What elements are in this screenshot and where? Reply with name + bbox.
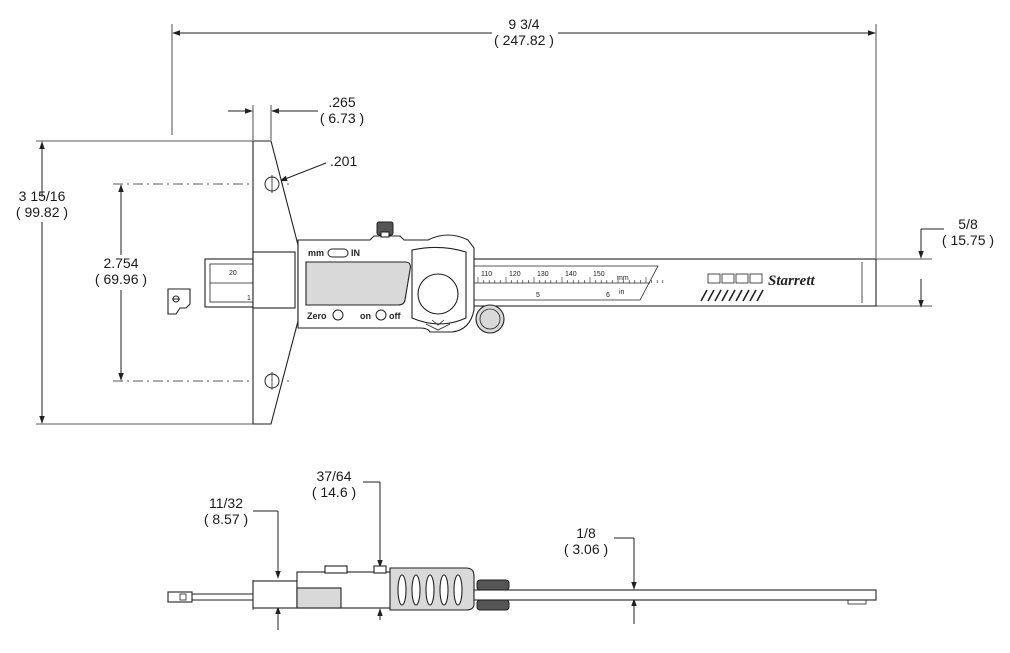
plate-box bbox=[721, 273, 735, 284]
side-view: 11/32 ( 8.57 ) 37/64 ( 14.6 ) 1/8 ( 3.06… bbox=[167, 468, 877, 630]
plate-box bbox=[735, 273, 749, 284]
zero-label: Zero bbox=[307, 311, 327, 321]
head-thickness-metric: ( 14.6 ) bbox=[312, 484, 356, 500]
side-roller-bottom bbox=[476, 599, 510, 611]
zero-button[interactable] bbox=[332, 309, 344, 321]
in-label: IN bbox=[351, 248, 360, 258]
housing-detail bbox=[425, 323, 451, 331]
scale-mm-number: 150 bbox=[593, 271, 605, 278]
on-off-button[interactable] bbox=[375, 309, 387, 321]
scale-mm-number: 140 bbox=[565, 271, 577, 278]
blade-width-metric: ( 15.75 ) bbox=[942, 232, 994, 248]
plate-box bbox=[749, 273, 763, 284]
mm-label: mm bbox=[308, 248, 324, 258]
on-label: on bbox=[360, 311, 371, 321]
side-base bbox=[252, 580, 298, 609]
scale-left-number: 20 bbox=[229, 270, 237, 277]
thumb-wheel-face bbox=[417, 273, 459, 315]
lock-screw-neck bbox=[380, 231, 390, 238]
blade-thickness-imperial: 1/8 bbox=[576, 525, 596, 541]
scale-mm-unit: mm bbox=[617, 275, 629, 282]
scale-ticks bbox=[477, 277, 664, 283]
side-roller-top bbox=[476, 579, 510, 591]
hole-spacing-metric: ( 69.96 ) bbox=[95, 271, 147, 287]
base-height-metric: ( 99.82 ) bbox=[16, 204, 68, 220]
side-button bbox=[373, 565, 387, 574]
scale-left-in-number: 1 bbox=[247, 295, 251, 302]
stripe-marks bbox=[700, 289, 764, 302]
overall-length-metric: ( 247.82 ) bbox=[494, 32, 554, 48]
rod-detail bbox=[179, 593, 187, 601]
base-height-imperial: 3 15/16 bbox=[19, 188, 66, 204]
roller-rim bbox=[479, 308, 501, 330]
scale-mm-number: 120 bbox=[509, 271, 521, 278]
beam-foot bbox=[847, 599, 867, 605]
base-thickness-imperial: .265 bbox=[328, 94, 355, 110]
side-base-thickness-metric: ( 8.57 ) bbox=[204, 511, 248, 527]
lcd-display bbox=[305, 261, 411, 306]
base-thickness-metric: ( 6.73 ) bbox=[320, 110, 364, 126]
grip-ridges bbox=[397, 574, 463, 606]
depth-rod-tip bbox=[167, 288, 191, 315]
off-label: off bbox=[389, 311, 401, 321]
side-clamp bbox=[296, 587, 342, 609]
blade-width-imperial: 5/8 bbox=[958, 216, 978, 232]
side-base-thickness-imperial: 11/32 bbox=[209, 495, 243, 511]
main-beam bbox=[469, 258, 877, 307]
scale-in-unit: in bbox=[619, 289, 625, 296]
mm-in-button[interactable] bbox=[327, 248, 349, 258]
side-beam bbox=[473, 589, 877, 601]
brand-logo: Starrett bbox=[768, 273, 816, 289]
side-lock-screw bbox=[324, 565, 348, 574]
base-clamp bbox=[252, 251, 296, 309]
scale-mm-number: 130 bbox=[537, 271, 549, 278]
scale-in-number: 6 bbox=[606, 292, 610, 299]
leader-line bbox=[279, 162, 327, 182]
blade-thickness-metric: ( 3.06 ) bbox=[564, 541, 608, 557]
overall-length-imperial: 9 3/4 bbox=[508, 16, 539, 32]
hole-diameter: .201 bbox=[330, 153, 357, 169]
scale-mm-number: 110 bbox=[481, 271, 492, 278]
head-thickness-imperial: 37/64 bbox=[316, 468, 351, 484]
top-view: 9 3/4 ( 247.82 ) .265 ( 6.73 ) .201 3 15… bbox=[16, 16, 994, 425]
housing-detail bbox=[431, 319, 445, 326]
plate-box bbox=[707, 273, 721, 284]
scale-in-number: 5 bbox=[536, 292, 540, 299]
hole-spacing-imperial: 2.754 bbox=[103, 255, 138, 271]
